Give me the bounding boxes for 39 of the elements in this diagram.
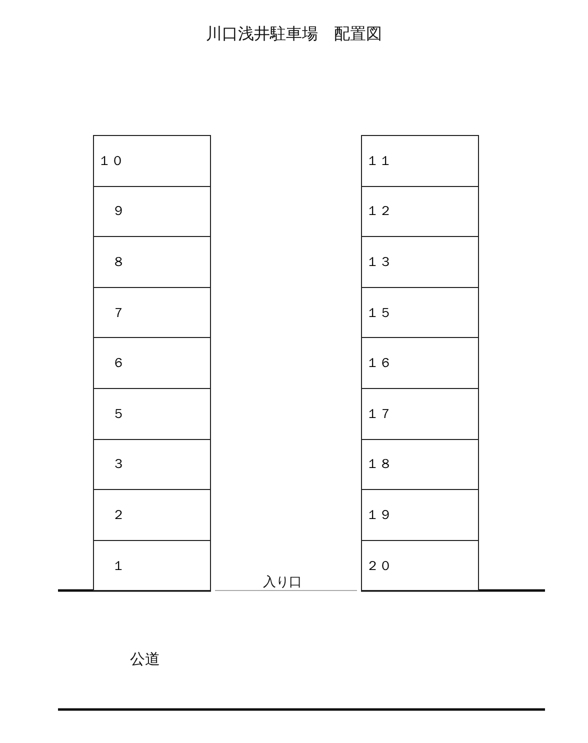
space-number: １２ [366,203,392,220]
parking-space [93,186,211,238]
space-number: ２０ [366,558,392,575]
parking-space [361,540,479,592]
road-label: 公道 [130,650,160,669]
space-number: １１ [366,152,392,170]
space-number: １９ [366,506,392,524]
space-number: １３ [366,254,392,271]
parking-space [361,337,479,389]
parking-space [361,236,479,288]
space-number: １６ [366,355,392,372]
parking-space [361,286,479,338]
parking-space [361,388,479,440]
parking-space [93,438,211,490]
parking-space [361,135,479,187]
parking-space [93,236,211,288]
parking-space [93,337,211,389]
space-number: １０ [98,152,124,170]
parking-space [361,438,479,490]
space-number: ３ [112,456,125,474]
diagram-title: 川口浅井駐車場 配置図 [205,24,383,45]
parking-space [93,489,211,541]
space-number: ５ [112,406,125,423]
parking-space [93,388,211,440]
space-number: ７ [112,304,125,322]
parking-space [93,286,211,338]
entrance-label: 入り口 [263,574,302,591]
parking-space [361,186,479,238]
parking-space [361,489,479,541]
space-number: ２ [112,506,125,524]
space-number: １７ [366,406,392,423]
parking-space [93,540,211,592]
space-number: １ [112,558,125,575]
space-number: １５ [366,304,392,322]
space-number: ６ [112,355,125,372]
space-number: ８ [112,254,125,271]
parking-space [93,135,211,187]
space-number: ９ [112,203,125,220]
space-number: １８ [366,456,392,474]
